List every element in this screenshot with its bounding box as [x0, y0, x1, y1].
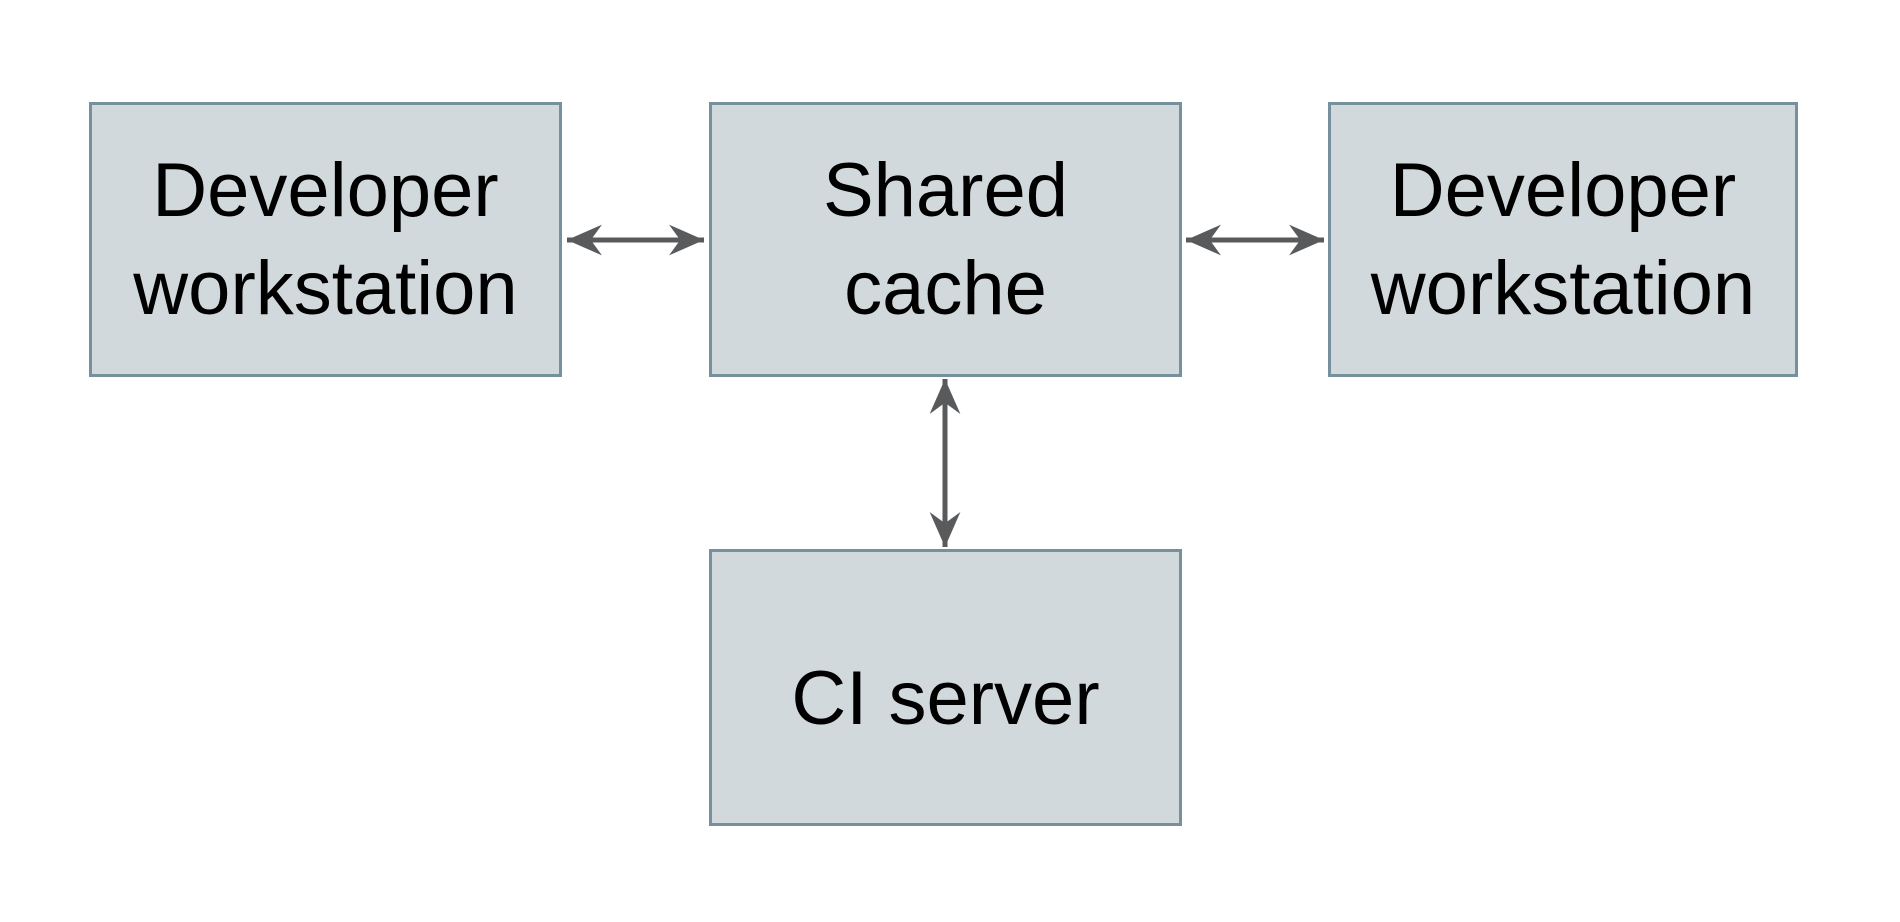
node-developer-workstation-right: Developer workstation	[1328, 102, 1798, 377]
node-ci-server: CI server	[709, 549, 1182, 826]
node-label: Developer workstation	[133, 148, 518, 331]
node-label: CI server	[791, 655, 1100, 741]
node-developer-workstation-left: Developer workstation	[89, 102, 562, 377]
node-shared-cache: Shared cache	[709, 102, 1182, 377]
node-label: Shared cache	[822, 148, 1069, 331]
node-label: Developer workstation	[1370, 148, 1756, 331]
